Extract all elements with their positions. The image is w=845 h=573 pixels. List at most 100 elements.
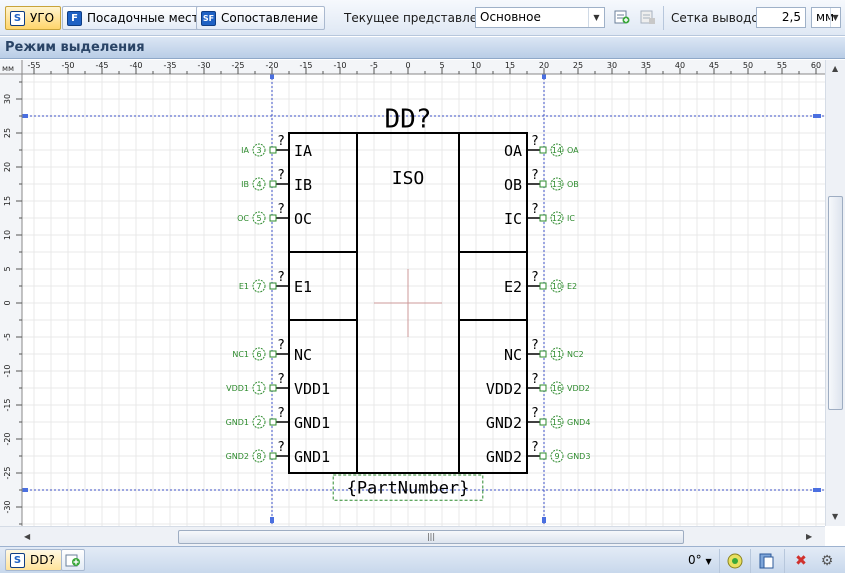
main-toolbar: S УГО F Посадочные места SF Сопоставлени…: [0, 0, 845, 36]
ruler-unit: мм: [2, 64, 14, 73]
part-number-box[interactable]: [332, 474, 484, 501]
pin-grid-input[interactable]: 2,5: [756, 7, 806, 28]
pin-name: VDD2: [486, 380, 522, 398]
ruler-x-label: 0: [405, 61, 410, 70]
pin-endpoint[interactable]: [539, 452, 547, 460]
guide-handle[interactable]: [542, 73, 546, 79]
pin-number: 7: [256, 282, 261, 291]
pin-name: E2: [504, 278, 522, 296]
pin-name: NC: [504, 346, 522, 364]
guide-handle[interactable]: [270, 73, 274, 79]
refdes-label: DD?: [385, 105, 432, 135]
snap-grid-button[interactable]: [726, 552, 744, 570]
ruler-x-label: 25: [573, 61, 583, 70]
pin-endpoint[interactable]: [539, 214, 547, 222]
pin-number-placeholder: ?: [531, 168, 539, 183]
pin-left-1[interactable]: IA?3IA: [241, 134, 312, 160]
add-view-icon[interactable]: [614, 9, 630, 25]
pin-number-circle: [550, 381, 564, 395]
scroll-left-icon[interactable]: ◀: [24, 532, 31, 541]
ruler-x-label: -30: [197, 61, 210, 70]
guide-handle[interactable]: [813, 114, 821, 118]
pin-endpoint[interactable]: [539, 350, 547, 358]
mapping-tab-button[interactable]: SF Сопоставление: [196, 6, 326, 30]
pin-number-circle: [252, 449, 266, 463]
pin-endpoint[interactable]: [539, 384, 547, 392]
rotation-select[interactable]: 0° ▼: [688, 553, 712, 567]
pin-number-placeholder: ?: [277, 338, 285, 353]
pin-number-placeholder: ?: [531, 406, 539, 421]
scroll-right-icon[interactable]: ▶: [806, 532, 813, 541]
pin-net-label: E1: [239, 282, 249, 291]
pin-endpoint[interactable]: [539, 146, 547, 154]
pin-number: 6: [256, 350, 261, 359]
delete-view-icon[interactable]: [640, 9, 656, 25]
ruler-x-label: -50: [61, 61, 74, 70]
vertical-scroll-thumb[interactable]: [828, 196, 843, 410]
horizontal-scrollbar[interactable]: ◀ ||| ▶: [0, 526, 825, 546]
pin-endpoint[interactable]: [269, 418, 277, 426]
pin-number: 12: [552, 214, 562, 223]
pin-number: 1: [256, 384, 261, 393]
add-symbol-tab-button[interactable]: [61, 549, 85, 571]
pin-endpoint[interactable]: [269, 282, 277, 290]
close-icon[interactable]: ✖: [795, 553, 807, 569]
pin-number: 5: [256, 214, 261, 223]
gear-icon[interactable]: ⚙: [820, 553, 834, 569]
guide-handle[interactable]: [813, 488, 821, 492]
pin-left-5[interactable]: NC? 6 NC1: [232, 338, 312, 364]
vertical-scrollbar[interactable]: ▲ ▼: [825, 60, 845, 526]
guide-handle[interactable]: [270, 517, 274, 523]
scroll-down-icon[interactable]: ▼: [832, 512, 839, 521]
pin-endpoint[interactable]: [269, 384, 277, 392]
view-select-value: Основное: [480, 10, 541, 24]
ugo-tab-button[interactable]: S УГО: [5, 6, 62, 30]
pin-endpoint[interactable]: [539, 180, 547, 188]
pin-endpoint[interactable]: [539, 282, 547, 290]
footprints-tab-button[interactable]: F Посадочные места: [62, 6, 213, 30]
bottom-bar: S DD? 0° ▼ ✖ ⚙: [0, 546, 845, 573]
pin-net-label: VDD1: [226, 384, 249, 393]
pin-endpoint[interactable]: [539, 418, 547, 426]
ruler-x-label: 20: [539, 61, 549, 70]
guides: [20, 73, 825, 526]
ruler-x-label: 30: [607, 61, 617, 70]
guide-handle[interactable]: [20, 114, 28, 118]
guide-handle[interactable]: [20, 488, 28, 492]
library-button[interactable]: [758, 552, 776, 570]
unit-select[interactable]: мм ▼: [811, 7, 841, 28]
pin-endpoint[interactable]: [269, 146, 277, 154]
pin-left-2[interactable]: IB?4IB: [241, 168, 312, 194]
pin-endpoint[interactable]: [269, 214, 277, 222]
scroll-up-icon[interactable]: ▲: [832, 64, 839, 73]
pin-left-3[interactable]: OC?5OC: [237, 202, 312, 228]
pin-net-label: NC1: [232, 350, 249, 359]
pin-number-circle: [550, 449, 564, 463]
symbol-tab-dd[interactable]: S DD?: [5, 549, 62, 571]
symbol-body[interactable]: [288, 132, 528, 474]
pin-name: NC: [294, 346, 312, 364]
ruler-y-label: 30: [3, 94, 12, 104]
pin-endpoint[interactable]: [269, 452, 277, 460]
chevron-down-icon: ▼: [588, 8, 604, 27]
guide-handle[interactable]: [542, 517, 546, 523]
pin-endpoint[interactable]: [269, 180, 277, 188]
symbol[interactable]: DD?ISO{PartNumber}IA?3IAIB?4IBOC?5OCE1?7…: [226, 105, 591, 501]
horizontal-scroll-thumb[interactable]: |||: [178, 530, 684, 544]
view-select[interactable]: Основное ▼: [475, 7, 605, 28]
pin-left-4[interactable]: E1?7E1: [239, 270, 312, 296]
pin-endpoint[interactable]: [269, 350, 277, 358]
